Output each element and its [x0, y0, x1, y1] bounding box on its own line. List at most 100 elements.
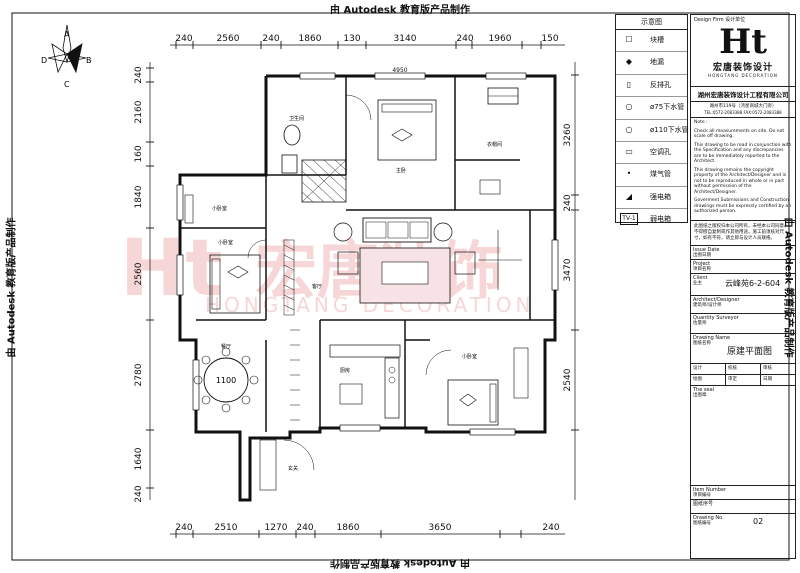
logo-cn: 宏唐装饰设计	[712, 63, 773, 73]
legend-row: • 煤气管	[616, 164, 687, 187]
legend-panel: 示意图 ☐ 块槽 ◆ 地漏 ▯ 反排孔 ○ ø75下水管 ○ ø110下水管 ▭…	[615, 14, 689, 226]
company-contact: TEL:0572-2083388 FAX:0572-2083388	[691, 110, 795, 118]
toilet-icon	[283, 124, 301, 146]
signoff-row-1: 设计校核审核	[691, 363, 795, 375]
room-label-kitchen: 厨房	[340, 367, 350, 374]
slot-icon: ☐	[625, 35, 633, 44]
drawing-number-value: 02	[753, 516, 764, 526]
dim-left-7: 1640	[134, 447, 144, 470]
dim-left-5: 2560	[134, 262, 144, 285]
north-arrow-icon: A B C D	[41, 24, 92, 89]
legend-title: 示意图	[616, 15, 687, 30]
compass-label-d: D	[41, 56, 47, 65]
compass-label-a: A	[64, 30, 70, 39]
drawing-name-value: 原建平面图	[727, 346, 773, 357]
floor-drain-icon: ◆	[625, 57, 633, 67]
pipe-110-icon: ○	[625, 124, 633, 134]
armchair-icon-2	[454, 251, 476, 275]
note-label: Note :	[694, 120, 708, 125]
dim-left-2: 2160	[134, 100, 144, 123]
note-3: This drawing remains the copyright prope…	[694, 167, 787, 195]
bed-icon-3	[447, 379, 499, 426]
title-block: Design Firm 设计单位 Ht 宏唐装饰设计 HONGTANG DECO…	[690, 14, 796, 559]
dim-top-3: 240	[262, 34, 279, 44]
legend-row: ○ ø75下水管	[616, 97, 687, 120]
dim-top-7: 240	[456, 34, 473, 44]
svg-text:Ht: Ht	[120, 224, 223, 314]
legend-row: TV-1 弱电箱	[616, 209, 687, 230]
dim-top-1: 240	[175, 34, 192, 44]
dim-right-3: 3470	[563, 258, 573, 281]
note-2: This drawing to be read in conjunction w…	[694, 142, 792, 165]
room-label-small-bedroom-2: 小卧室	[218, 239, 233, 246]
exterior-walls	[178, 74, 557, 502]
cn-note: 此图纸之版权归本公司所有，未经本公司同意，不得擅自复制或作其他用途。施工前须核对…	[691, 219, 795, 246]
client-value: 云峰苑6-2-604	[725, 278, 781, 288]
design-firm-label: Design Firm 设计单位	[694, 17, 746, 23]
legend-row: ☐ 块槽	[616, 30, 687, 53]
legend-label: 地漏	[650, 58, 664, 67]
legend-row: ▭ 空调孔	[616, 142, 687, 165]
logo-en: HONGTANG DECORATION	[708, 73, 778, 78]
dining-table-size: 1100	[216, 376, 236, 385]
compass-label-b: B	[86, 56, 92, 65]
dim-right-2: 240	[563, 194, 573, 211]
dining-table-icon	[203, 357, 249, 403]
logo-glyph: Ht	[719, 22, 767, 62]
legend-row: ◢ 强电箱	[616, 187, 687, 210]
dim-bottom-4: 240	[296, 523, 313, 533]
dim-bottom-5: 1860	[337, 523, 360, 533]
room-label-master: 主卧	[396, 167, 406, 174]
legend-label: 块槽	[650, 36, 664, 44]
room-label-living: 客厅	[312, 283, 322, 290]
walk-in-closet: 衣帽间	[479, 87, 519, 195]
interior-walls	[180, 76, 555, 432]
gas-pipe-icon: •	[626, 169, 632, 179]
company-logo: Ht 宏唐装饰设计 HONGTANG DECORATION	[691, 22, 795, 78]
dim-left-6: 2780	[134, 363, 144, 386]
coffee-table	[381, 261, 429, 285]
dim-right-4: 2540	[563, 368, 573, 391]
room-label-bathroom: 卫生间	[289, 115, 304, 122]
legend-label: ø110下水管	[650, 125, 689, 134]
living-room: 客厅	[312, 217, 522, 304]
signoff-row-2: 绘图审定日期	[691, 374, 795, 386]
company-address: 湖州市119号（鸿星商城大门旁）	[709, 104, 777, 109]
small-bedroom-1: 小卧室	[184, 194, 227, 224]
dim-left-3: 160	[134, 145, 144, 162]
legend-label: 空调孔	[650, 147, 671, 156]
legend-label: 煤气管	[650, 170, 671, 179]
dim-right-1: 3260	[563, 123, 573, 146]
room-label-secondary: 小卧室	[462, 353, 477, 360]
legend-row: ◆ 地漏	[616, 52, 687, 75]
armchair-icon	[337, 251, 359, 275]
dim-top-2: 2560	[217, 34, 240, 44]
company-name: 湖州宏唐装饰设计工程有限公司	[691, 86, 795, 102]
legend-row: ▯ 反排孔	[616, 75, 687, 98]
room-label-closet: 衣帽间	[487, 141, 502, 148]
compass-label-c: C	[64, 80, 70, 89]
sink-icon	[339, 383, 363, 405]
legend-label: 强电箱	[650, 192, 671, 201]
power-box-icon: ◢	[625, 191, 633, 201]
room-label-entrance: 玄关	[288, 465, 298, 472]
legend-row: ○ ø110下水管	[616, 120, 689, 142]
dim-top-5: 130	[343, 34, 360, 44]
dim-bottom-7: 240	[542, 523, 559, 533]
dim-bottom-2: 2510	[215, 523, 238, 533]
legend-label: 弱电箱	[650, 215, 671, 224]
small-bedroom-2: 小卧室	[209, 239, 267, 314]
notes: Note : Check all measurements on site. D…	[691, 118, 795, 220]
legend-label: 反排孔	[650, 80, 671, 89]
bed-icon	[377, 99, 437, 161]
legend-label: ø75下水管	[650, 103, 685, 112]
